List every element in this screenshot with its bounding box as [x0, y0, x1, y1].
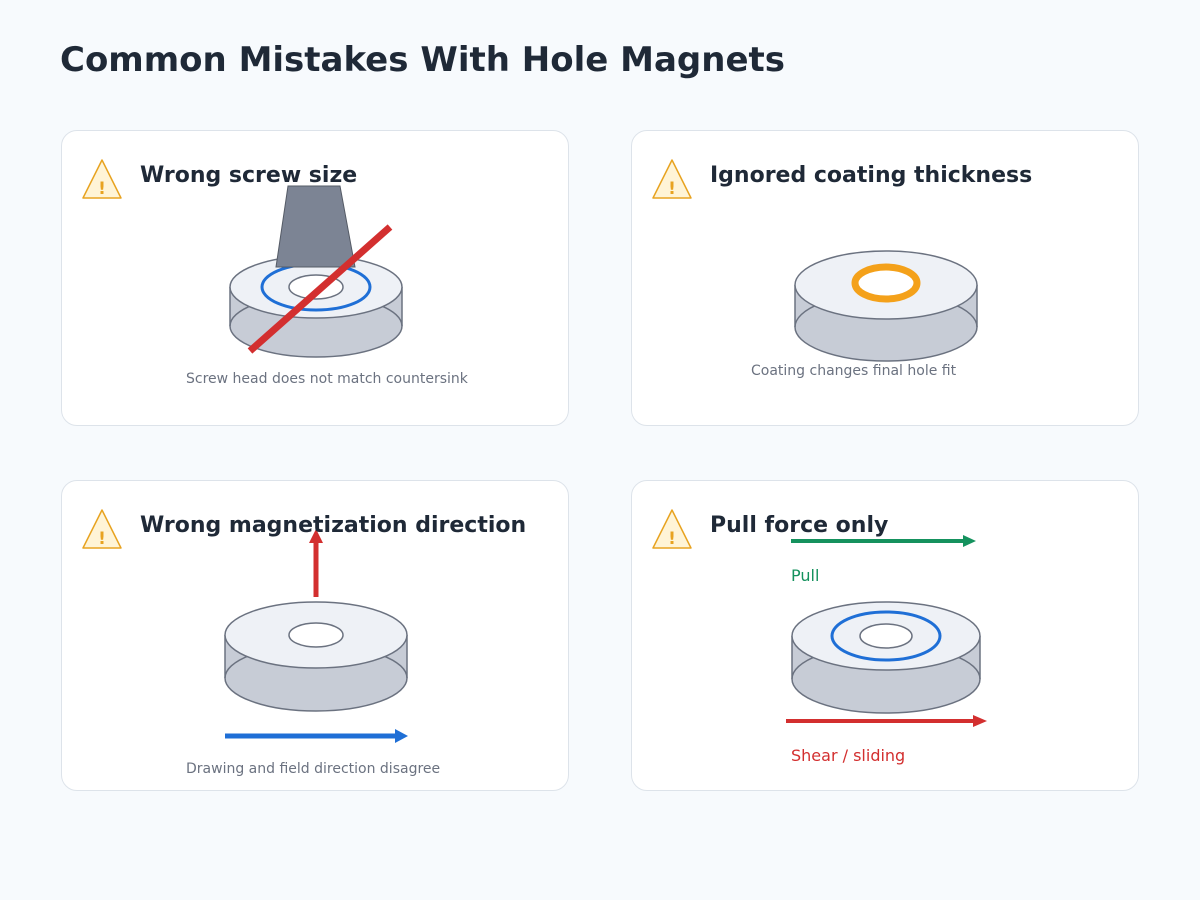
- countersink-ring: [830, 610, 942, 662]
- coating-ring: [851, 263, 921, 303]
- warning-icon: !: [652, 509, 692, 549]
- magnet-hole: [859, 623, 913, 649]
- card-wrong-screw-size: ! Wrong screw size Screw head does not m…: [61, 130, 569, 426]
- magnet-hole: [288, 622, 344, 648]
- card-1-illustration: !: [82, 159, 403, 358]
- card-pull-force-only: ! Pull force only Pull Shear / sliding: [631, 480, 1139, 791]
- ring-magnet: [794, 250, 978, 362]
- warning-icon: !: [82, 509, 122, 549]
- svg-text:!: !: [668, 179, 676, 199]
- card-title: Ignored coating thickness: [710, 163, 1033, 188]
- field-direction-arrow-up: [309, 529, 323, 597]
- ring-magnet: [224, 601, 408, 712]
- wrong-slash: [247, 224, 393, 354]
- svg-text:!: !: [98, 179, 106, 199]
- card-title: Pull force only: [710, 513, 889, 538]
- ring-magnet: [791, 601, 981, 714]
- card-title: Wrong screw size: [140, 163, 358, 188]
- page-title: Common Mistakes With Hole Magnets: [60, 40, 786, 80]
- card-caption: Coating changes final hole fit: [751, 363, 957, 379]
- warning-icon: !: [652, 159, 692, 199]
- card-ignored-coating-thickness: ! Ignored coating thickness Coating chan…: [631, 130, 1139, 426]
- svg-text:!: !: [668, 529, 676, 549]
- card-wrong-magnetization-direction: ! Wrong magnetization direction Drawing …: [61, 480, 569, 791]
- card-2-illustration: !: [652, 159, 978, 362]
- ring-magnet: [229, 255, 403, 358]
- card-caption: Screw head does not match countersink: [186, 371, 468, 387]
- svg-text:!: !: [98, 529, 106, 549]
- pull-label: Pull: [791, 566, 820, 585]
- card-caption: Drawing and field direction disagree: [186, 761, 441, 777]
- shear-label: Shear / sliding: [791, 746, 906, 765]
- card-4-illustration: !: [652, 509, 987, 727]
- card-title: Wrong magnetization direction: [140, 513, 527, 538]
- shear-arrow: [786, 715, 987, 727]
- drawing-direction-arrow: [225, 729, 408, 743]
- screw-head: [275, 185, 356, 268]
- warning-icon: !: [82, 159, 122, 199]
- card-3-illustration: !: [82, 509, 408, 743]
- pull-arrow: [791, 535, 976, 547]
